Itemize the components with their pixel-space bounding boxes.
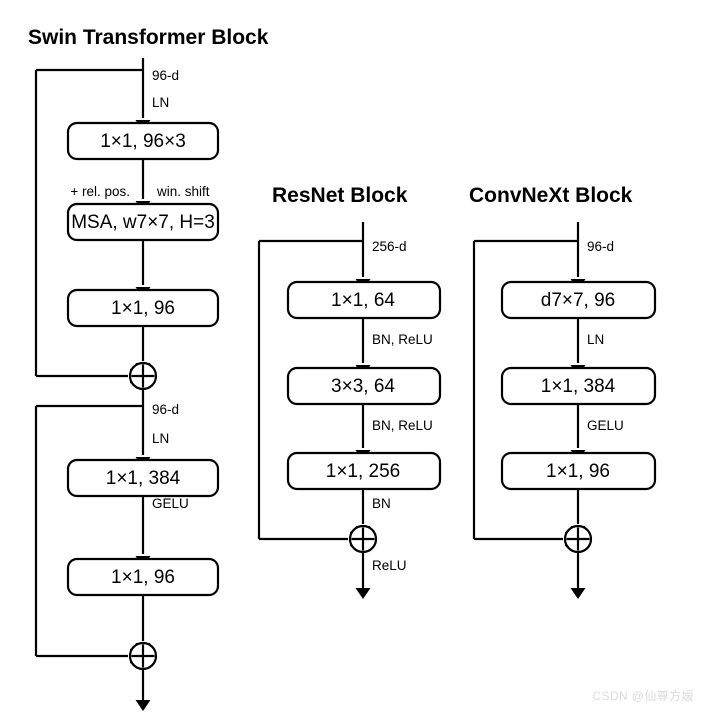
block-outline[interactable] (500, 366, 657, 406)
block-outline[interactable] (66, 288, 220, 328)
block-label: 1×1, 64 (331, 290, 395, 311)
edge-label-resnet-0: 256-d (372, 239, 407, 254)
block-label: 1×1, 96 (111, 567, 175, 588)
watermark: CSDN @仙尊方媛 (592, 689, 694, 703)
block-label: 1×1, 384 (106, 468, 181, 489)
block-convnext-0[interactable]: d7×7, 96 (500, 280, 657, 320)
block-resnet-1[interactable]: 3×3, 64 (286, 366, 442, 406)
block-swin-2[interactable]: 1×1, 96 (66, 288, 220, 328)
edge-label-swin-2: + rel. pos. (70, 184, 130, 199)
edge-label-swin-5: LN (152, 431, 169, 446)
edge-label-convnext-0: 96-d (587, 239, 614, 254)
edge-label-convnext-2: GELU (587, 418, 624, 433)
block-swin-0[interactable]: 1×1, 96×3 (66, 121, 220, 161)
block-outline[interactable] (66, 458, 220, 498)
adder-swin-1 (128, 641, 158, 671)
edge-label-swin-4: 96-d (152, 402, 179, 417)
block-label: 1×1, 96 (111, 298, 175, 319)
edge-label-resnet-3: BN (372, 496, 391, 511)
block-outline[interactable] (66, 202, 220, 242)
edge-label-swin-6: GELU (152, 496, 189, 511)
block-label: 1×1, 96×3 (100, 131, 186, 152)
block-outline[interactable] (500, 451, 657, 491)
block-label: 3×3, 64 (331, 376, 395, 397)
block-label: 1×1, 256 (326, 461, 401, 482)
block-label: 1×1, 96 (546, 461, 610, 482)
block-outline[interactable] (286, 366, 442, 406)
arrowhead-resnet-5 (355, 588, 371, 599)
block-outline[interactable] (500, 280, 657, 320)
edge-label-resnet-2: BN, ReLU (372, 418, 433, 433)
adder-convnext-0 (563, 524, 593, 554)
block-resnet-0[interactable]: 1×1, 64 (286, 280, 442, 320)
block-convnext-1[interactable]: 1×1, 384 (500, 366, 657, 406)
arrowhead-convnext-5 (570, 588, 586, 599)
block-label: 1×1, 384 (541, 376, 616, 397)
block-outline[interactable] (286, 451, 442, 491)
arrowhead-swin-9 (135, 700, 151, 711)
edge-label-swin-0: 96-d (152, 68, 179, 83)
edge-label-resnet-1: BN, ReLU (372, 332, 433, 347)
block-swin-4[interactable]: 1×1, 96 (66, 557, 220, 597)
adder-resnet-0 (348, 524, 378, 554)
edge-label-swin-3: win. shift (156, 184, 210, 199)
edge-label-swin-1: LN (152, 95, 169, 110)
column-resnet: 1×1, 64 3×3, 64 1×1, 256 256-dBN, ReLU BN, R… (257, 184, 442, 599)
block-swin-1[interactable]: MSA, w7×7, H=3 (66, 202, 220, 242)
column-title-swin: Swin Transformer Block (28, 26, 269, 49)
block-outline[interactable] (66, 557, 220, 597)
block-outline[interactable] (66, 121, 220, 161)
block-swin-3[interactable]: 1×1, 384 (66, 458, 220, 498)
edge-label-convnext-1: LN (587, 332, 604, 347)
edge-label-resnet-4: ReLU (372, 558, 407, 573)
block-label: MSA, w7×7, H=3 (71, 212, 215, 233)
adder-swin-0 (128, 361, 158, 391)
block-outline[interactable] (286, 280, 442, 320)
column-convnext: d7×7, 96 1×1, 384 1×1, 96 96-dLN GELU ConvNeX… (469, 184, 657, 599)
block-resnet-2[interactable]: 1×1, 256 (286, 451, 442, 491)
column-title-resnet: ResNet Block (272, 184, 408, 207)
block-convnext-2[interactable]: 1×1, 96 (500, 451, 657, 491)
column-title-convnext: ConvNeXt Block (469, 184, 633, 207)
block-label: d7×7, 96 (541, 290, 616, 311)
